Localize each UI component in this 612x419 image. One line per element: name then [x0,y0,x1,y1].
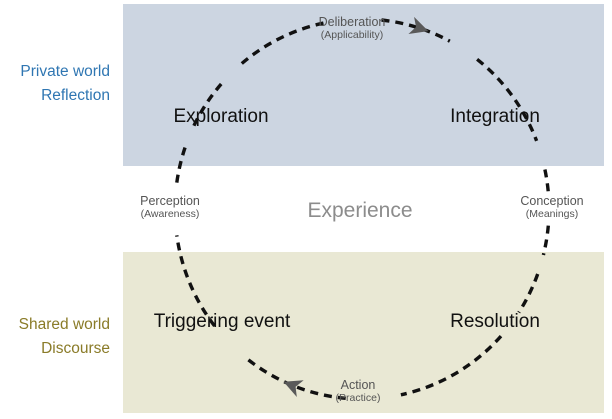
private-world-title: Private world [20,63,110,80]
arc-resolution-upper [517,273,540,314]
arc-triggering-to-perception [175,235,216,328]
stage-exploration: Exploration [173,106,269,127]
arc-resolution-to-action [400,334,503,397]
private-world-label: Private world Reflection [20,60,110,108]
private-world-zone [123,4,604,166]
experience-label: Experience [307,199,413,222]
arc-action-to-triggering [245,357,346,400]
shared-world-label: Shared world Discourse [19,313,110,361]
transition-action: Action (Practice) [336,378,381,404]
stage-resolution: Resolution [450,311,540,332]
shared-world-zone [123,252,604,413]
arrow-head-top [408,16,429,35]
conception-label: Conception [520,194,584,208]
deliberation-label: Deliberation [318,15,386,29]
perception-label: Perception [140,194,200,208]
stage-integration: Integration [450,106,540,127]
meanings-label: (Meanings) [525,208,579,220]
shared-world-title: Shared world [18,316,110,333]
arc-perception-to-exploration [175,143,188,183]
cycle-arrows [283,16,429,397]
practice-label: (Practice) [335,392,381,404]
arc-exploration-lower [192,80,225,127]
applicability-label: (Applicability) [320,29,384,41]
transition-perception: Perception (Awareness) [140,194,200,220]
action-label: Action [340,378,376,392]
arc-conception-to-resolution [541,225,550,256]
transition-conception: Conception (Meanings) [520,194,583,220]
arrow-head-bottom [283,380,304,397]
stage-triggering-event: Triggering event [153,311,291,332]
arc-integration-upper [476,57,539,142]
transition-deliberation: Deliberation (Applicability) [319,15,386,41]
reflection-title: Reflection [41,87,110,104]
arc-integration-to-conception [543,169,550,193]
arc-exploration-to-deliberation [240,20,330,65]
awareness-label: (Awareness) [140,208,200,220]
discourse-title: Discourse [41,340,110,357]
